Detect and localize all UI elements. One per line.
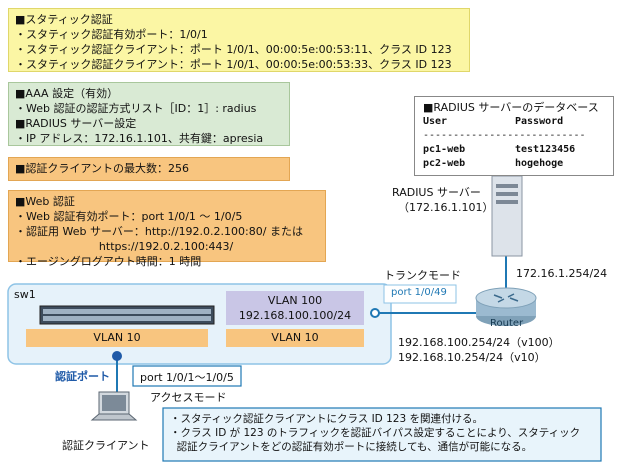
static-auth-line: ・スタティック認証クライアント：ポート 1/0/1、00:00:5e:00:53…	[15, 58, 452, 71]
vlan-right-label: VLAN 10	[271, 331, 319, 344]
static-auth-line: ・スタティック認証クライアント：ポート 1/0/1、00:00:5e:00:53…	[15, 43, 452, 56]
note-line: 認証クライアントをどの認証有効ポートに接続しても、通信が可能になる。	[170, 441, 533, 453]
router-ip-2: 192.168.10.254/24（v10）	[398, 351, 546, 364]
note-text: ・スタティック認証クライアントにクラス ID 123 を関連付ける。 ・クラス …	[170, 412, 580, 454]
vlan-right-box	[226, 329, 364, 347]
auth-port-label: 認証ポート	[55, 370, 110, 383]
aaa-box: ■AAA 設定（有効） ・Web 認証の認証方式リスト［ID：1］: radiu…	[8, 82, 290, 146]
web-auth-box: ■Web 認証 ・Web 認証有効ポート：port 1/0/1 ～ 1/0/5 …	[8, 190, 326, 268]
note-line: ・クラス ID が 123 のトラフィックを認証バイパス設定することにより、スタ…	[170, 427, 581, 439]
vlan100-ip: 192.168.100.100/24	[238, 309, 352, 322]
access-port-box	[132, 365, 242, 387]
radius-server-ip: （172.16.1.101）	[398, 201, 494, 214]
laptop-icon	[90, 391, 138, 421]
db-password: test123456	[515, 144, 576, 155]
radius-line: ・IP アドレス：172.16.1.101、共有鍵：apresia	[15, 132, 264, 145]
note-box	[162, 407, 602, 462]
web-auth-line: ・Web 認証有効ポート：port 1/0/1 ～ 1/0/5	[15, 210, 243, 223]
trunk-port-box	[383, 284, 457, 304]
max-clients-box: ■認証クライアントの最大数：256	[8, 157, 290, 181]
trunk-port-dot	[370, 308, 380, 318]
access-mode-label: アクセスモード	[150, 391, 227, 404]
static-auth-box: ■スタティック認証 ・スタティック認証有効ポート：1/0/1 ・スタティック認証…	[8, 8, 470, 72]
access-port-label: port 1/0/1～1/0/5	[140, 371, 234, 384]
db-password: hogehoge	[515, 158, 564, 169]
server-icon	[491, 175, 523, 257]
vlan-left-box	[26, 329, 208, 347]
db-user: pc1-web	[423, 144, 466, 155]
client-label: 認証クライアント	[62, 439, 150, 452]
router-icon	[475, 287, 537, 326]
note-line: ・スタティック認証クライアントにクラス ID 123 を関連付ける。	[170, 413, 483, 425]
max-clients-text: ■認証クライアントの最大数：256	[15, 162, 189, 175]
aaa-heading: ■AAA 設定（有効）	[15, 87, 119, 100]
web-auth-line: ・エージングログアウト時間：1 時間	[15, 255, 202, 268]
db-user: pc2-web	[423, 158, 466, 169]
trunk-port-label: port 1/0/49	[391, 287, 447, 298]
trunk-mode-label: トランクモード	[384, 269, 461, 282]
switch-device	[39, 305, 215, 325]
router-ip-1: 192.168.100.254/24（v100）	[398, 336, 560, 349]
vlan-left-label: VLAN 10	[93, 331, 141, 344]
web-auth-heading: ■Web 認証	[15, 195, 75, 208]
radius-db-title: ■RADIUS サーバーのデータベース	[423, 101, 599, 114]
radius-server-label: RADIUS サーバー	[392, 186, 481, 199]
static-auth-line: ・スタティック認証有効ポート：1/0/1	[15, 28, 208, 41]
router-upper-ip: 172.16.1.254/24	[516, 267, 608, 280]
auth-port-dot	[112, 351, 122, 361]
db-separator: ---------------------------	[423, 130, 586, 141]
web-auth-line: ・認証用 Web サーバー：http://192.0.2.100:80/ または	[15, 225, 303, 238]
switch-label: sw1	[14, 288, 36, 301]
static-auth-heading: ■スタティック認証	[15, 13, 113, 26]
vlan100-label: VLAN 100	[267, 294, 323, 307]
radius-heading: ■RADIUS サーバー設定	[15, 117, 137, 130]
aaa-line: ・Web 認証の認証方式リスト［ID：1］: radius	[15, 102, 257, 115]
db-row: pc1-web test123456	[423, 143, 605, 157]
db-row: pc2-web hogehoge	[423, 157, 605, 171]
db-header-password: Password	[515, 116, 564, 127]
web-auth-line: https://192.0.2.100:443/	[15, 240, 234, 253]
db-header-user: User	[423, 116, 448, 127]
vlan100-box	[226, 291, 364, 325]
router-label: Router	[490, 318, 524, 329]
radius-db-box: ■RADIUS サーバーのデータベース User Password -------…	[414, 96, 614, 176]
